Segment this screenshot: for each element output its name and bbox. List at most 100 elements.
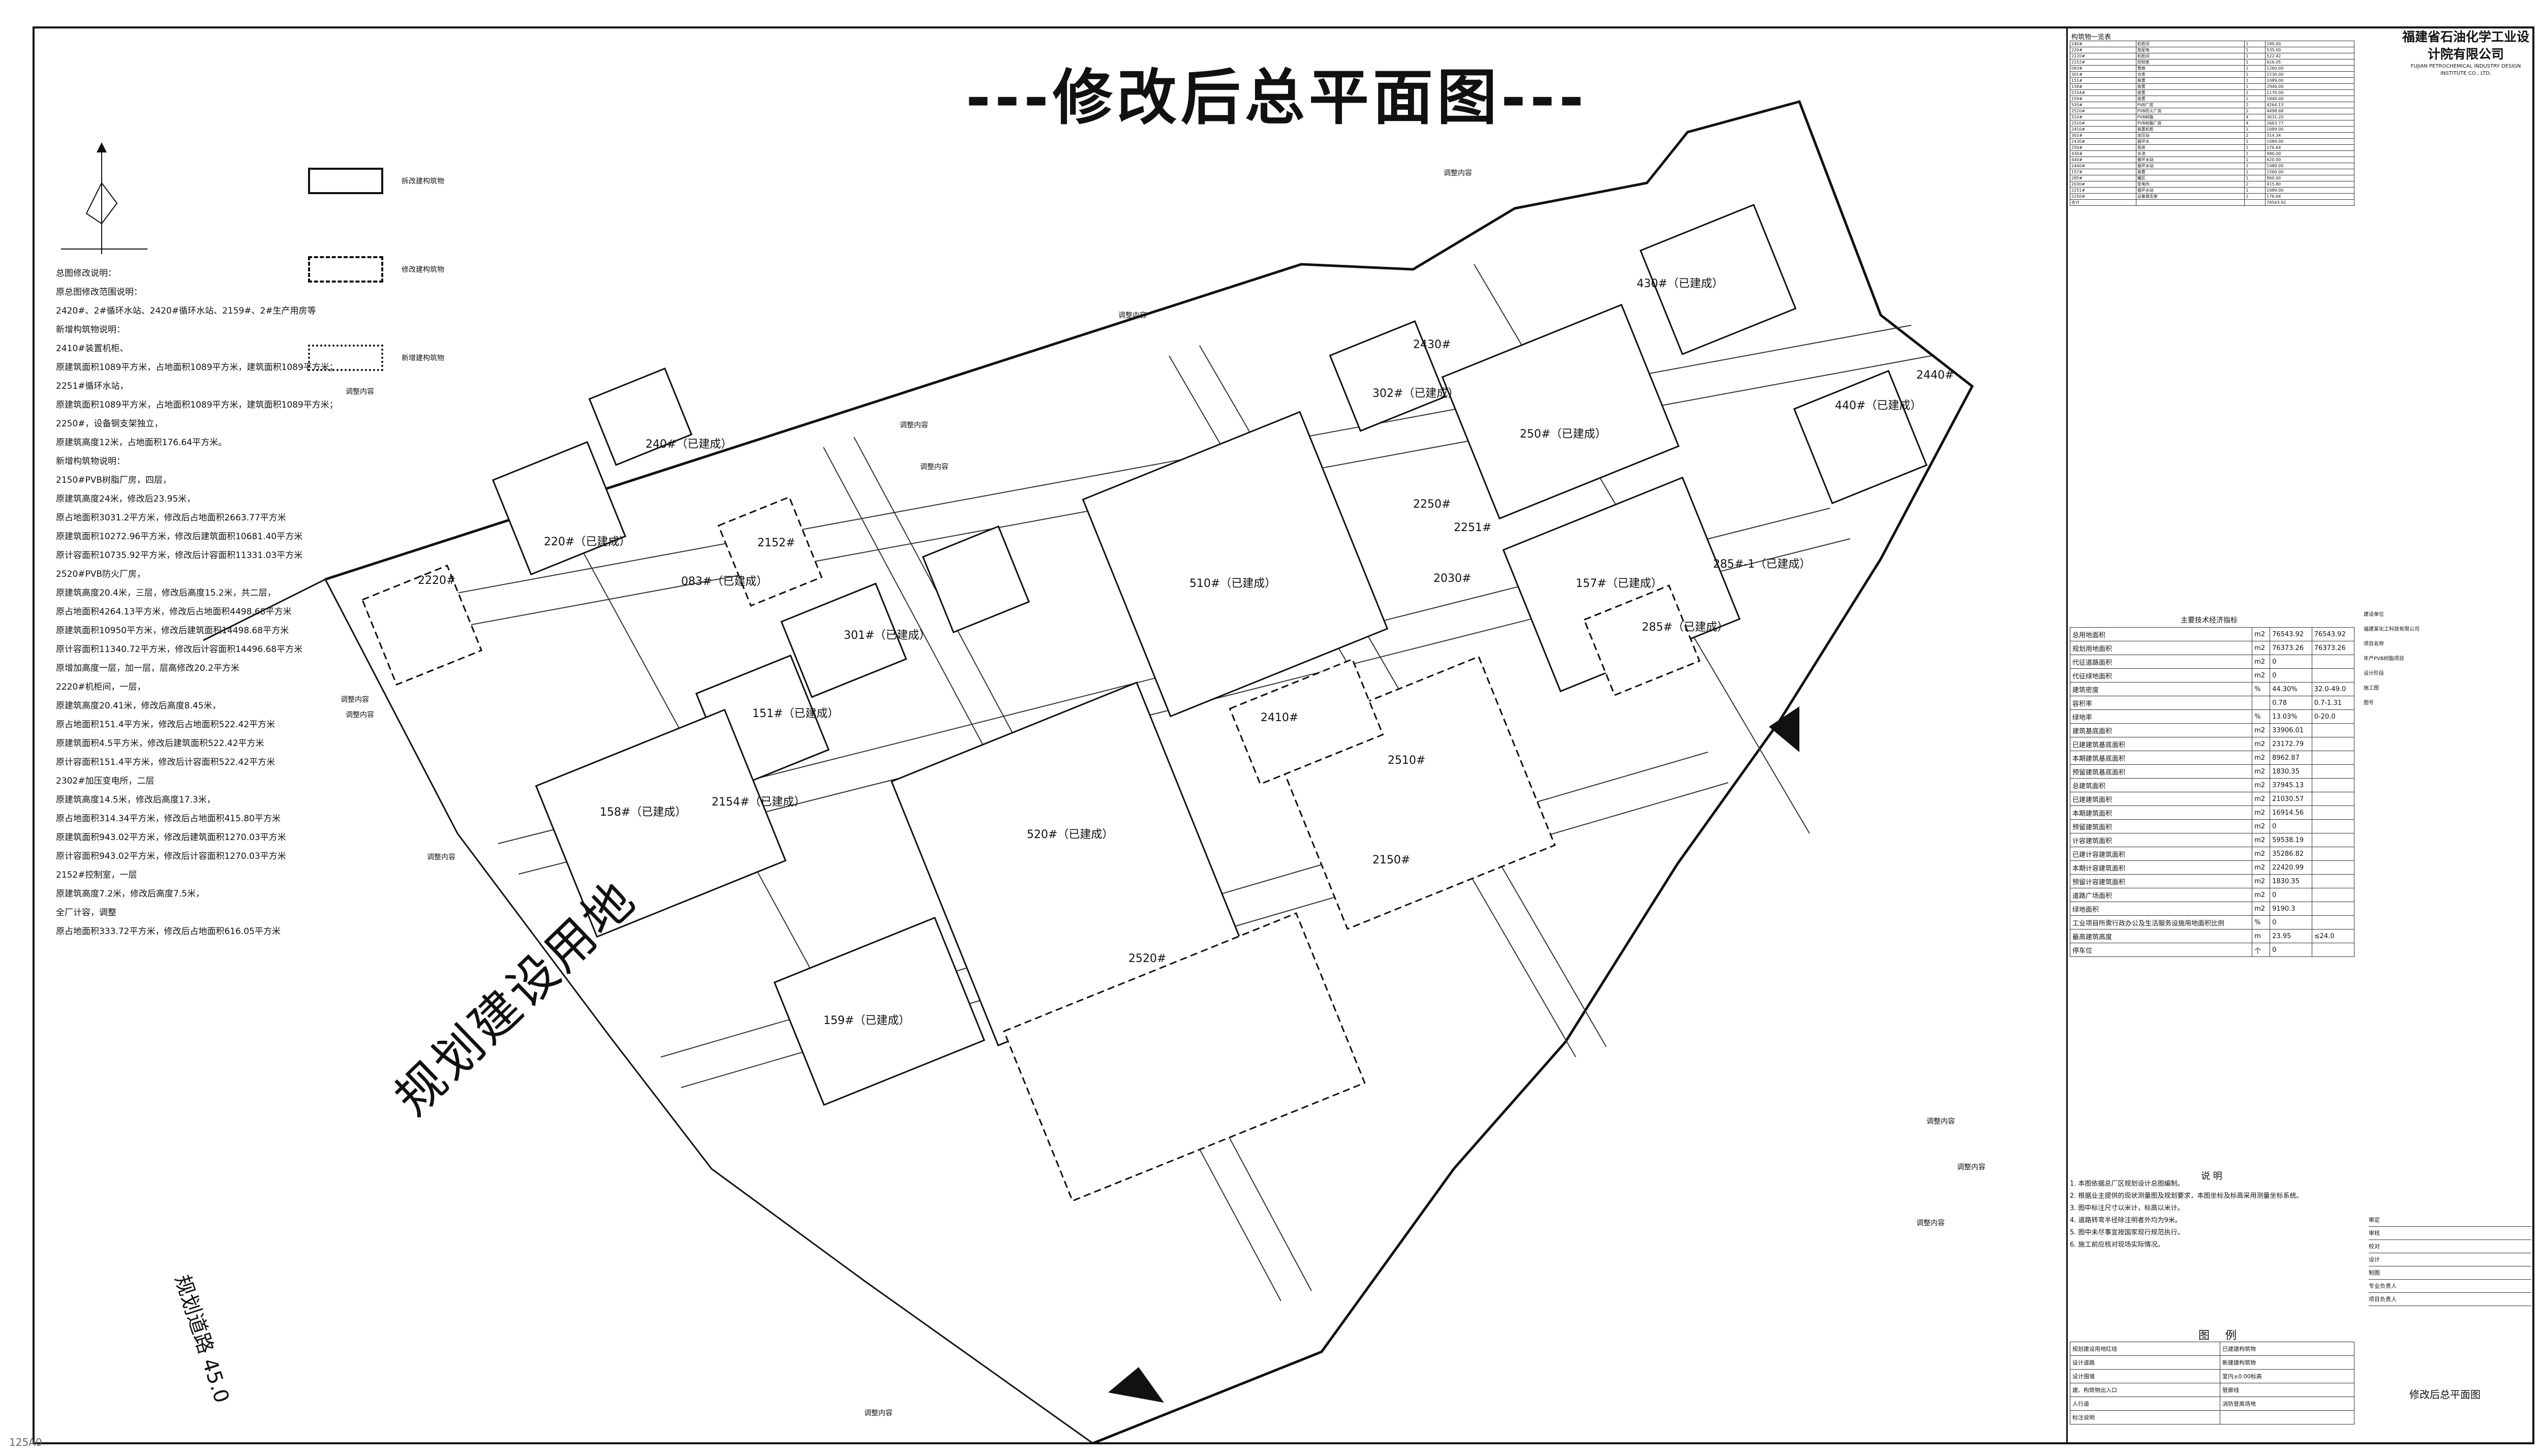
legend-row: 标注说明 bbox=[2069, 1410, 2354, 1424]
building-label: 2150# bbox=[1372, 854, 1411, 866]
table-cell: 1 bbox=[2244, 47, 2266, 53]
table-cell: 2250# bbox=[2070, 193, 2136, 200]
note-line: 原建筑面积10272.96平方米，修改后建筑面积10681.40平方米 bbox=[56, 532, 303, 542]
note-line: 6. 施工前应核对现场实际情况。 bbox=[2070, 1241, 2164, 1249]
table-cell: 1 bbox=[2244, 144, 2266, 151]
table-cell: 1840.00 bbox=[2265, 96, 2354, 102]
table-cell: 循环水 bbox=[2135, 138, 2245, 145]
table-cell: 绿地面积 bbox=[2069, 902, 2253, 916]
table-cell: 13.03% bbox=[2270, 709, 2312, 724]
table-cell: 21030.57 bbox=[2270, 792, 2312, 806]
table-cell: 76543.92 bbox=[2265, 199, 2354, 206]
table-cell: 工业项目所需行政办公及生活服务设施用地面积比例 bbox=[2069, 915, 2253, 930]
legend-row: 建、构筑物出入口管廊线 bbox=[2069, 1383, 2354, 1397]
table-cell: 32.0-49.0 bbox=[2311, 682, 2355, 696]
legend-cell: 消防登高场地 bbox=[2220, 1397, 2354, 1411]
entrance-marker-icon bbox=[1769, 706, 1799, 752]
table-cell: 0 bbox=[2270, 943, 2312, 957]
table-cell: 规划用地面积 bbox=[2069, 641, 2253, 655]
table-cell: 1 bbox=[2244, 59, 2266, 66]
drawing-name: 修改后总平面图 bbox=[2409, 1388, 2481, 1401]
table-cell: m2 bbox=[2252, 806, 2271, 820]
table-cell: 240# bbox=[2070, 41, 2136, 47]
table-cell: m2 bbox=[2252, 819, 2271, 833]
table-cell: m2 bbox=[2252, 833, 2271, 847]
table-cell: 1 bbox=[2244, 96, 2266, 102]
building-label: 2152# bbox=[757, 537, 795, 549]
table-cell bbox=[2244, 199, 2266, 206]
table-cell bbox=[2311, 819, 2355, 833]
table-cell: ≤24.0 bbox=[2311, 929, 2355, 943]
table-cell: 代征绿地面积 bbox=[2069, 668, 2253, 683]
table-cell: 1 bbox=[2244, 126, 2266, 133]
building-label: 2440# bbox=[1916, 369, 1954, 382]
building-label: 302#（已建成） bbox=[1372, 387, 1459, 400]
building-label: 157#（已建成） bbox=[1576, 577, 1663, 590]
table-cell: 2663.77 bbox=[2265, 120, 2354, 127]
adjust-label: 调整内容 bbox=[920, 463, 948, 471]
table-cell: 加压站 bbox=[2135, 132, 2245, 139]
table-cell: 装置 bbox=[2135, 89, 2245, 96]
sign-row: 审核 bbox=[2369, 1227, 2531, 1240]
table-cell: 083# bbox=[2070, 65, 2136, 72]
note-line: 原总图修改范围说明： bbox=[56, 287, 142, 297]
schedule-title: 构筑物一览表 bbox=[2071, 34, 2111, 41]
table-cell: m2 bbox=[2252, 668, 2271, 683]
table-cell bbox=[2311, 833, 2355, 847]
legend-cell: 管廊线 bbox=[2220, 1383, 2354, 1397]
note-line: 原建筑面积10950平方米，修改后建筑面积14498.68平方米 bbox=[56, 626, 289, 636]
table-cell: 22420.99 bbox=[2270, 860, 2312, 875]
table-cell: 2154# bbox=[2070, 89, 2136, 96]
table-cell: 循环水站 bbox=[2135, 187, 2245, 194]
info-line: 年产PVB树脂项目 bbox=[2364, 656, 2404, 662]
table-cell: 620.00 bbox=[2265, 157, 2354, 163]
table-cell: m2 bbox=[2252, 737, 2271, 751]
table-cell: 1830.35 bbox=[2270, 874, 2312, 888]
legend-cell: 规划建设用地红线 bbox=[2069, 1342, 2221, 1356]
table-cell: % bbox=[2252, 682, 2271, 696]
table-cell: 本期建筑基底面积 bbox=[2069, 751, 2253, 765]
table-cell: 1089.00 bbox=[2265, 163, 2354, 169]
table-cell: 2430# bbox=[2070, 138, 2136, 145]
table-cell: 2152# bbox=[2070, 59, 2136, 66]
legend-cell: 室内±0.00标高 bbox=[2220, 1369, 2354, 1383]
table-cell: 合计 bbox=[2070, 199, 2136, 206]
table-cell: 16914.56 bbox=[2270, 806, 2312, 820]
building-label: 2510# bbox=[1388, 754, 1426, 767]
info-line: 建设单位 bbox=[2364, 612, 2384, 617]
note-line: 新增构筑物说明： bbox=[56, 325, 125, 335]
building-label: 2520# bbox=[1128, 952, 1167, 965]
legend-cell: 标注说明 bbox=[2069, 1410, 2221, 1424]
building-label: 510#（已建成） bbox=[1189, 577, 1276, 590]
table-cell: 容积率 bbox=[2069, 696, 2253, 710]
table-cell: 33906.01 bbox=[2270, 723, 2312, 737]
eco-title: 主要技术经济指标 bbox=[2181, 616, 2238, 625]
table-cell: m2 bbox=[2252, 764, 2271, 779]
building-label: 2250# bbox=[1413, 498, 1451, 511]
building-label: 285#（已建成） bbox=[1642, 621, 1729, 634]
info-line: 项目名称 bbox=[2364, 641, 2384, 647]
table-cell: 1830.35 bbox=[2270, 764, 2312, 779]
table-cell: 个 bbox=[2252, 943, 2271, 957]
legend-table: 规划建设用地红线已建建构筑物设计道路新建建构筑物设计围墙室内±0.00标高建、构… bbox=[2069, 1342, 2354, 1424]
building-label: 240#（已建成） bbox=[646, 438, 732, 451]
adjust-label: 调整内容 bbox=[427, 853, 455, 861]
table-cell: 1 bbox=[2244, 150, 2266, 157]
note-line: 原增加高度一层，加一层，层高修改20.2平方米 bbox=[56, 663, 239, 673]
table-cell bbox=[2311, 847, 2355, 861]
table-cell: 176.64 bbox=[2265, 144, 2354, 151]
table-cell: 3031.20 bbox=[2265, 114, 2354, 120]
table-cell: 2251# bbox=[2070, 187, 2136, 194]
